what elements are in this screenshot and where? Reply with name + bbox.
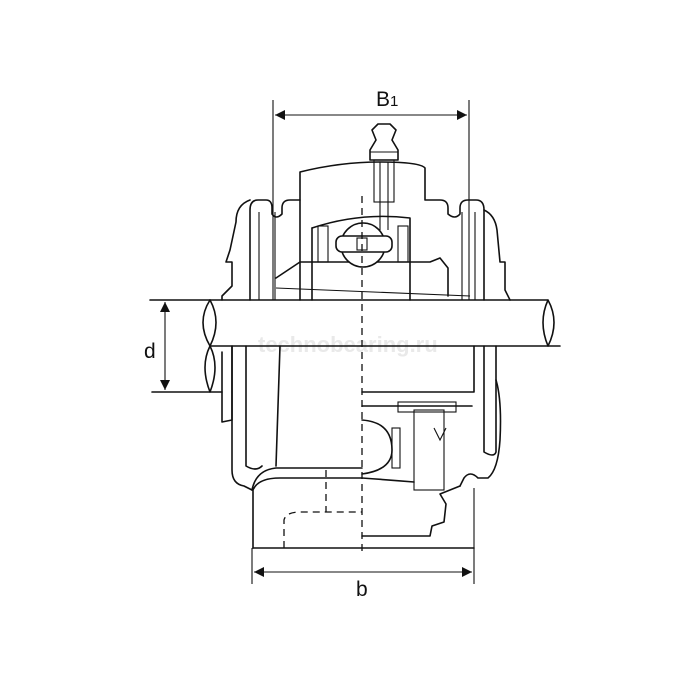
label-d: d xyxy=(144,340,156,363)
housing-lower xyxy=(221,345,502,491)
dimension-d: d xyxy=(144,302,170,390)
dimension-b1: B1 xyxy=(272,88,470,300)
label-b1: B1 xyxy=(376,88,398,111)
shaft xyxy=(149,299,561,393)
grease-nipple xyxy=(369,123,399,230)
base xyxy=(252,470,475,549)
dimension-b: b xyxy=(251,488,475,601)
watermark: technobearing.ru xyxy=(258,332,438,357)
label-b: b xyxy=(356,578,368,601)
housing xyxy=(221,123,511,301)
